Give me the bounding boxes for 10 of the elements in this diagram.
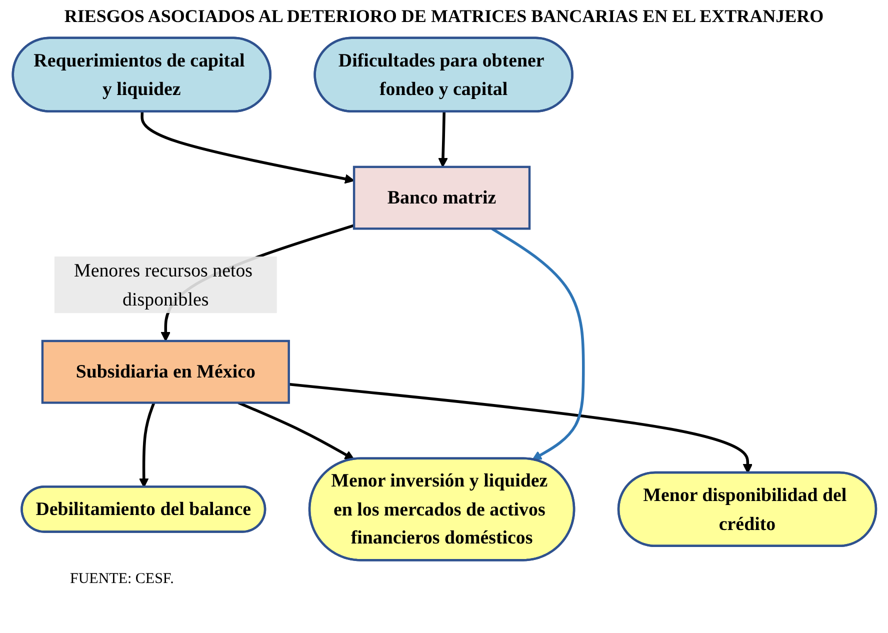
arrow [438,112,448,168]
edge-label: Menores recursos netos disponibles [74,260,252,310]
source-caption: FUENTE: CESF. [70,571,175,588]
diagram-title: RIESGOS ASOCIADOS AL DETERIORO DE MATRICES BANCARIAS EN EL EXTRANJERO [63,6,825,27]
node-box: Subsidiaria en México [40,340,290,404]
arrow [237,401,354,460]
node-box: Banco matriz [352,166,530,230]
arrow [288,382,752,474]
arrow [138,402,155,488]
arrow [140,112,354,184]
